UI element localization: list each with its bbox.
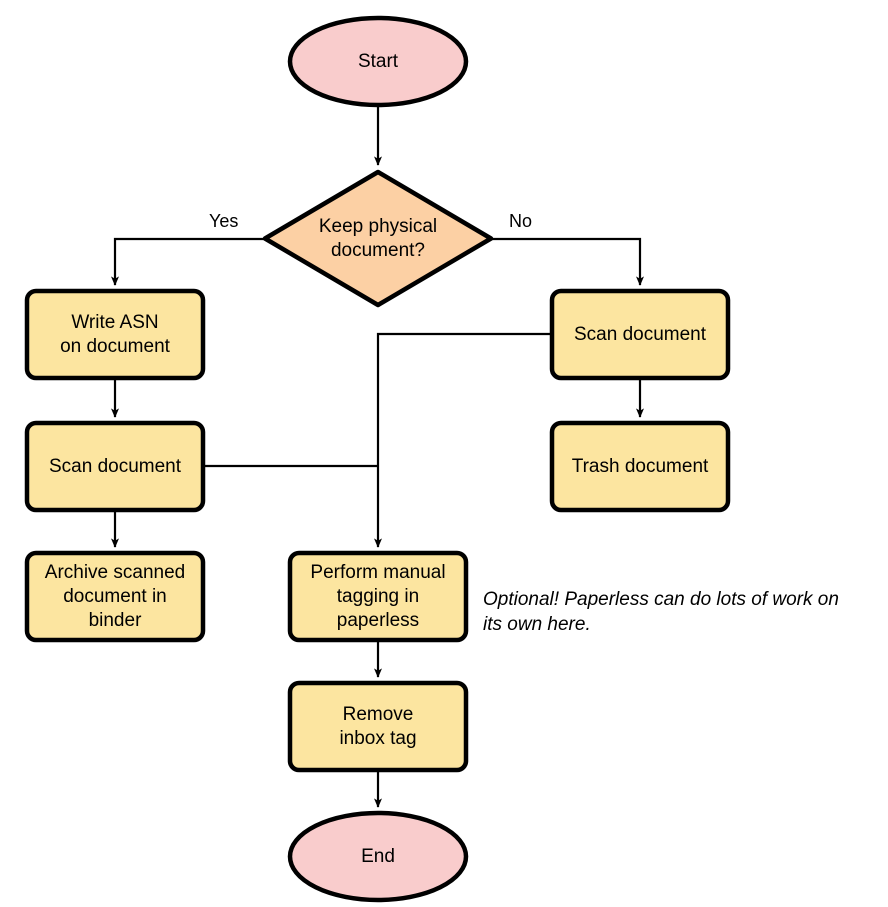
edge-label-no: No (509, 211, 533, 231)
edge-label-yes: Yes (209, 211, 239, 231)
node-perform-manual-tagging[interactable] (287, 550, 469, 643)
node-remove-inbox-tag[interactable] (287, 680, 469, 773)
node-write-asn[interactable] (24, 288, 206, 381)
node-keep-physical-document[interactable] (262, 169, 494, 308)
node-archive-scanned-document-in-binder[interactable] (24, 550, 206, 643)
node-scan-document-right[interactable] (549, 288, 731, 381)
node-scan-document-left[interactable] (24, 420, 206, 513)
node-start[interactable] (287, 15, 469, 108)
edge-decision-no-to-scan-right (491, 237, 644, 286)
edge-decision-yes-to-write-asn (111, 237, 265, 286)
node-trash-document[interactable] (549, 420, 731, 513)
node-end[interactable] (287, 810, 469, 903)
edge-scan-right-to-manual-tagging (374, 332, 552, 548)
optional-note-text: Optional! Paperless can do lots of work … (483, 589, 839, 635)
